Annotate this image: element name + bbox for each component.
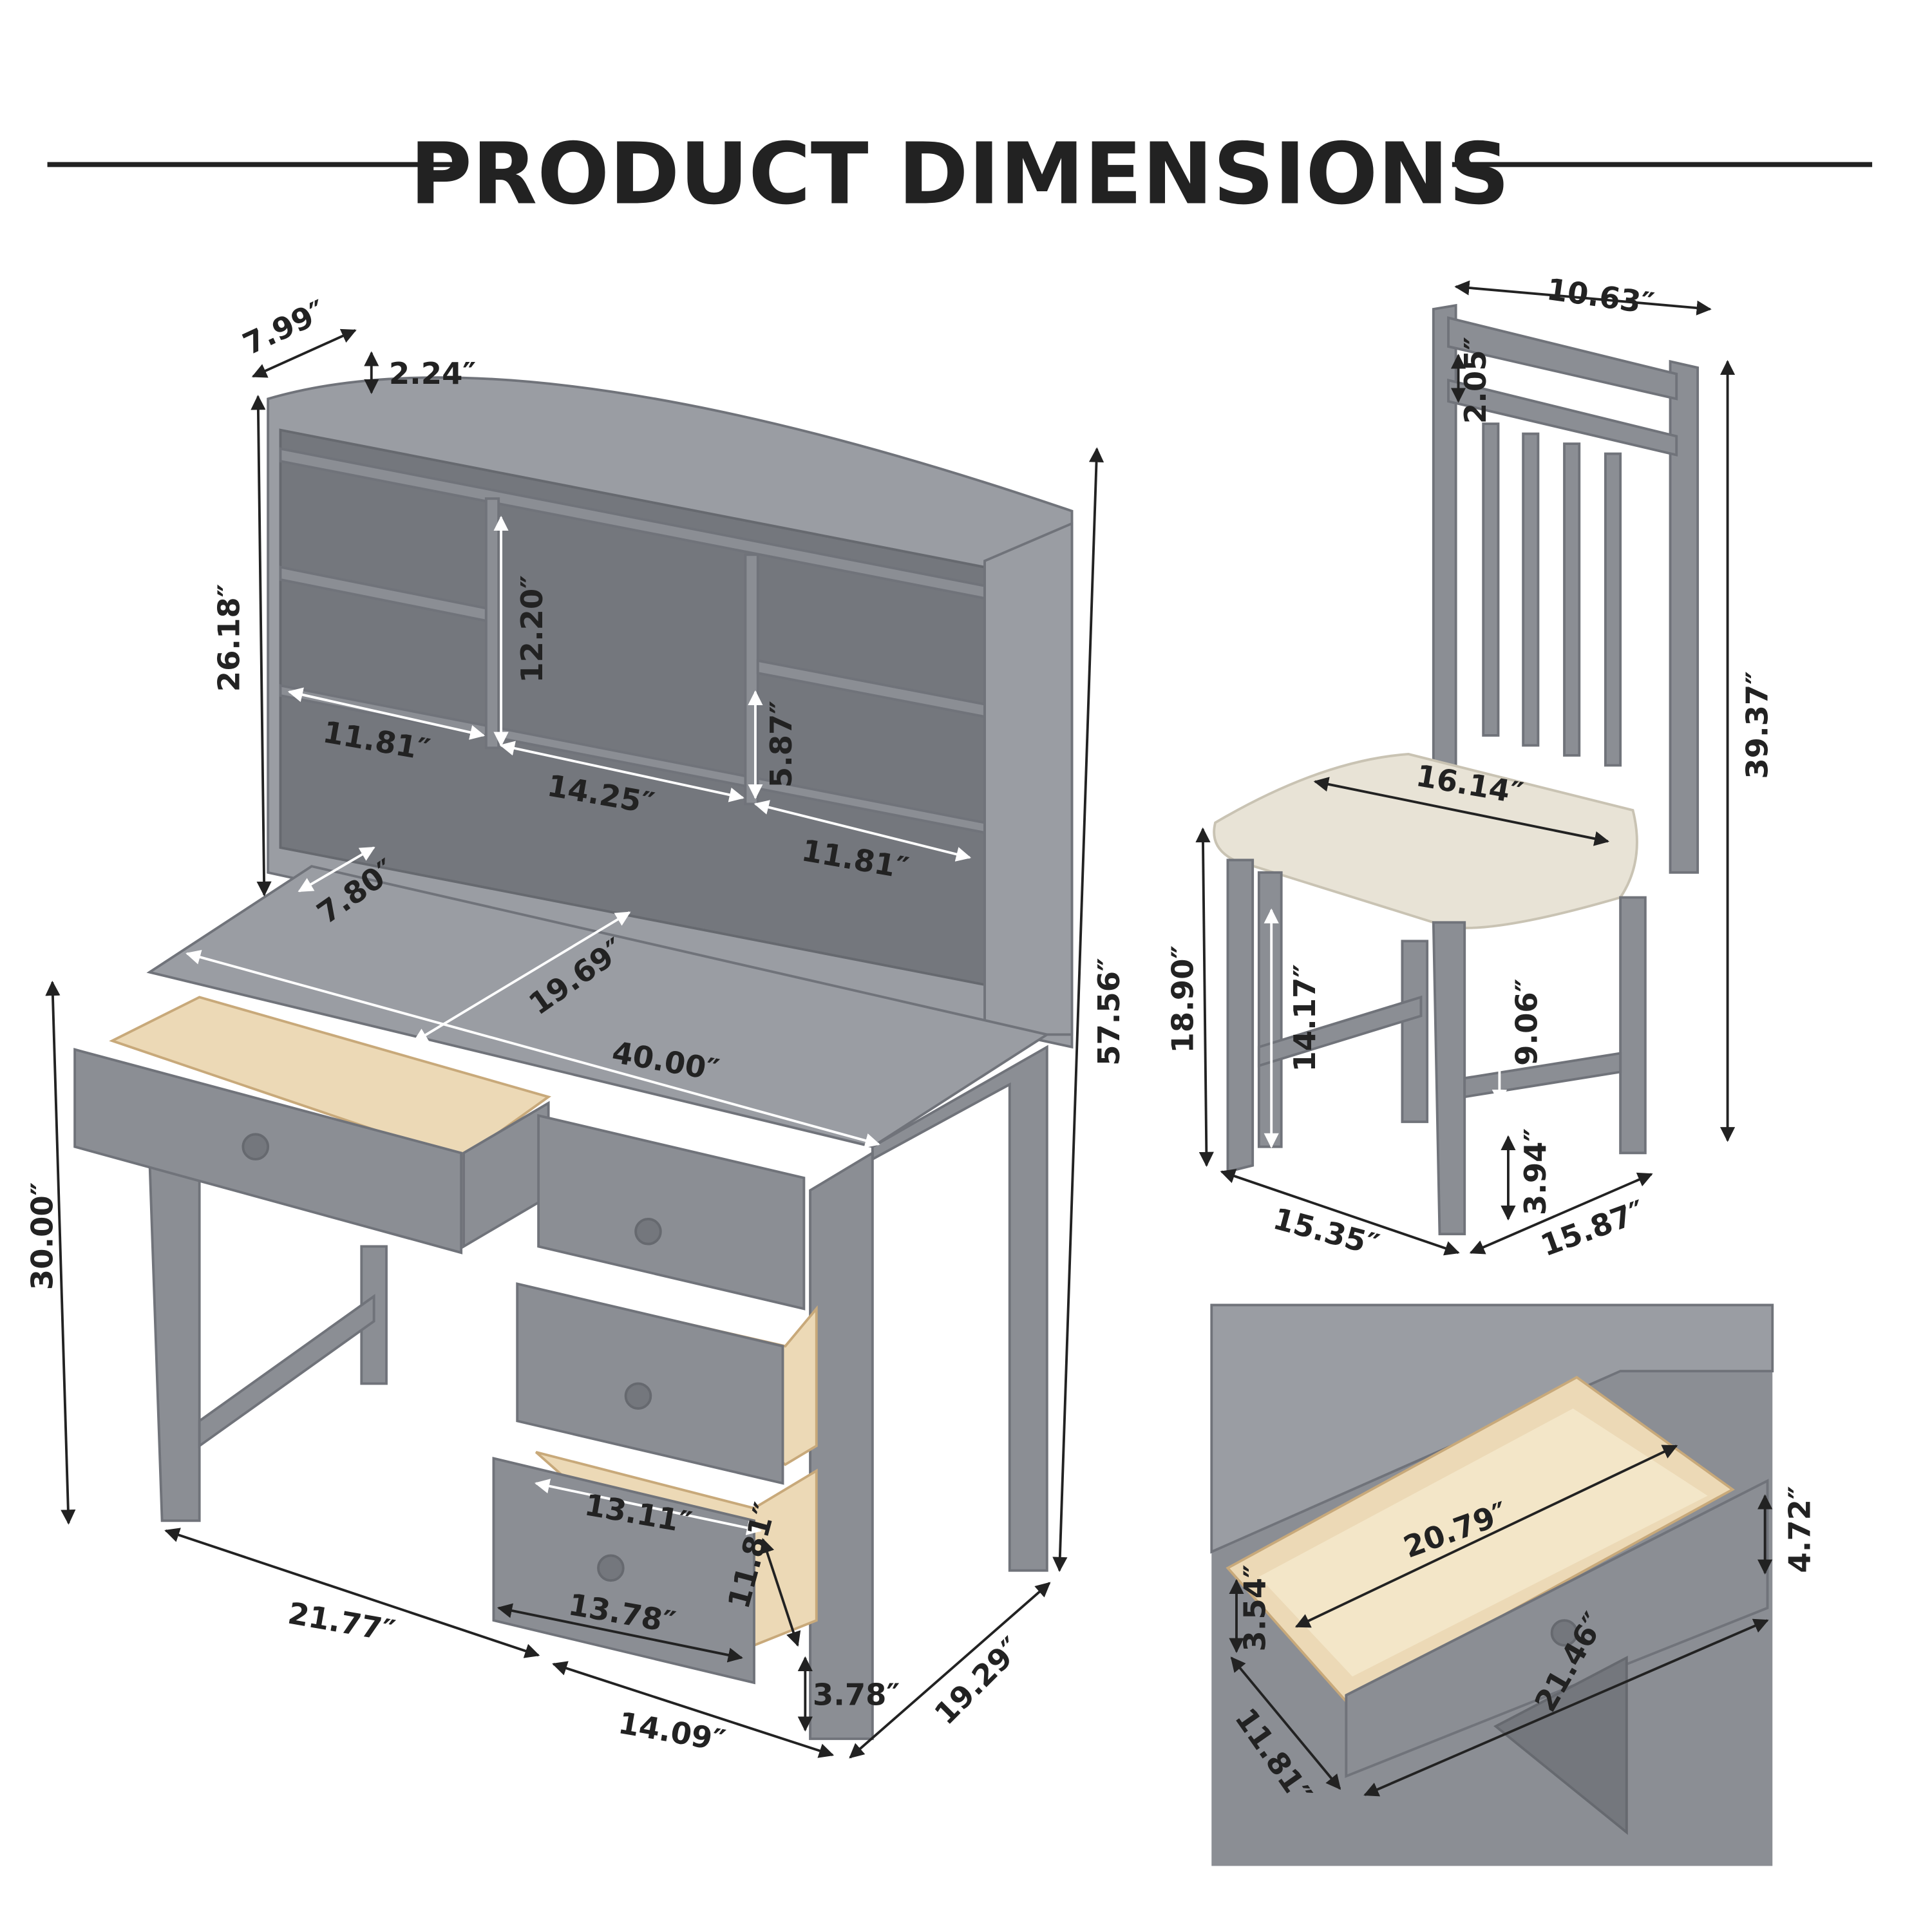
dim-label: 2.24″ (389, 356, 476, 391)
desk-illustration (73, 376, 1074, 1740)
dim-label: 12.20″ (515, 575, 549, 683)
dim-label: 18.90″ (1165, 945, 1200, 1054)
chair-dimension-lines (1195, 280, 1736, 1256)
dim-label: 3.78″ (813, 1678, 900, 1712)
dim-label: 26.18″ (212, 584, 247, 692)
dim-label: 57.56″ (1092, 958, 1126, 1066)
dim-label: 30.00″ (24, 1182, 59, 1291)
dim-label: 14.17″ (1287, 964, 1322, 1072)
dim-label: 7.99″ (238, 293, 331, 361)
drawer-dimension-lines (1229, 1444, 1773, 1797)
dim-label: 10.63″ (1544, 272, 1656, 321)
dim-label: 14.09″ (616, 1705, 728, 1758)
dim-label: 3.94″ (1518, 1128, 1553, 1215)
desk-dimension-lines (45, 328, 1104, 1759)
dim-label: 9.06″ (1509, 979, 1544, 1066)
dim-label: 15.35″ (1269, 1201, 1383, 1263)
page-title: PRODUCT DIMENSIONS (410, 125, 1510, 223)
dim-label: 39.37″ (1740, 671, 1775, 779)
dim-label: 2.05″ (1458, 337, 1493, 424)
dim-label: 3.54″ (1238, 1564, 1273, 1651)
dim-label: 5.87″ (764, 701, 799, 788)
dim-label: 15.87″ (1536, 1193, 1649, 1263)
dim-label: 4.72″ (1782, 1486, 1817, 1573)
